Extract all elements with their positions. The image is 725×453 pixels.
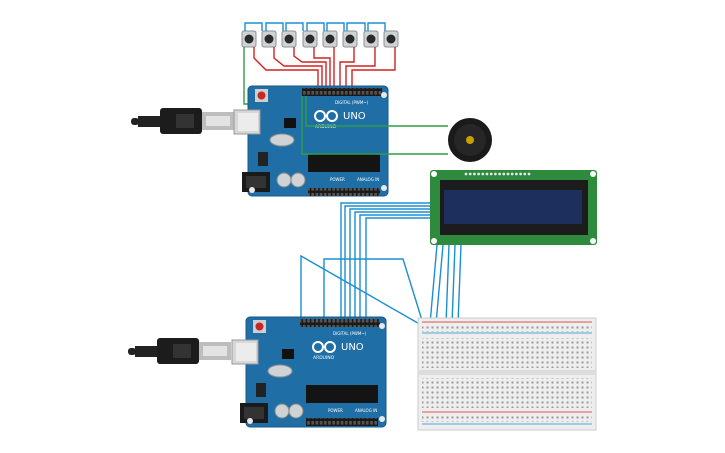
lcd-pin-header (464, 172, 531, 176)
lcd-pin (510, 172, 514, 176)
lcd-16x2-icon[interactable] (430, 170, 597, 245)
pushbutton-icon[interactable] (383, 30, 399, 48)
lcd-pin (489, 172, 493, 176)
board-brand-label: ARDUINO (313, 355, 335, 361)
digital-header-label: DIGITAL (PWM~) (335, 100, 369, 105)
lcd-pin (527, 172, 531, 176)
board-model-label: UNO (343, 111, 366, 122)
piezo-buzzer-icon[interactable] (448, 118, 492, 162)
pushbutton-icon[interactable] (342, 30, 358, 48)
analog-header-label: ANALOG IN (355, 408, 377, 413)
lcd-pin (494, 172, 497, 176)
usb-cable-icon (128, 338, 231, 364)
pushbutton-icon[interactable] (302, 30, 318, 48)
pushbutton-icon[interactable] (241, 30, 257, 48)
breadboard-icon[interactable] (417, 317, 597, 431)
power-header-label: POWER (328, 408, 343, 413)
pushbutton-icon[interactable] (363, 30, 379, 48)
arduino-board-bottom[interactable]: ARDUINO UNO DIGITAL (PWM~) POWER ANALOG … (128, 316, 387, 428)
lcd-pin (485, 172, 489, 176)
lcd-pin (468, 172, 472, 176)
button-signal-wires (253, 47, 396, 88)
usb-cable-icon (131, 108, 234, 134)
lcd-pin (519, 172, 522, 176)
power-header-label: POWER (330, 177, 345, 182)
arduino-infinity-logo-icon (314, 110, 338, 122)
buzzer-wires (301, 96, 448, 155)
lcd-pin (515, 172, 518, 176)
lcd-breadboard-wires (429, 244, 462, 325)
pushbutton-icon[interactable] (281, 30, 297, 48)
analog-header-label: ANALOG IN (357, 177, 379, 182)
lcd-pin (473, 172, 476, 176)
lcd-pin (502, 172, 506, 176)
lcd-pin (464, 172, 468, 176)
board-model-label: UNO (341, 342, 364, 353)
board-brand-label: ARDUINO (315, 124, 337, 130)
lcd-pin (498, 172, 501, 176)
digital-header-label: DIGITAL (PWM~) (333, 331, 367, 336)
lcd-pin (477, 172, 480, 176)
arduino-infinity-logo-icon (312, 341, 336, 353)
lcd-data-wires (340, 202, 430, 320)
pushbutton-icon[interactable] (261, 30, 277, 48)
lcd-pin (523, 172, 527, 176)
lcd-pin (481, 172, 485, 176)
lcd-pin (506, 172, 510, 176)
power-wires (300, 254, 431, 331)
pushbutton-icon[interactable] (322, 30, 338, 48)
arduino-board-top[interactable]: ARDUINO UNO DIGITAL (PWM~) POWER ANALOG … (131, 85, 389, 197)
pushbutton-row (241, 30, 399, 48)
button-common-wires (244, 22, 386, 31)
